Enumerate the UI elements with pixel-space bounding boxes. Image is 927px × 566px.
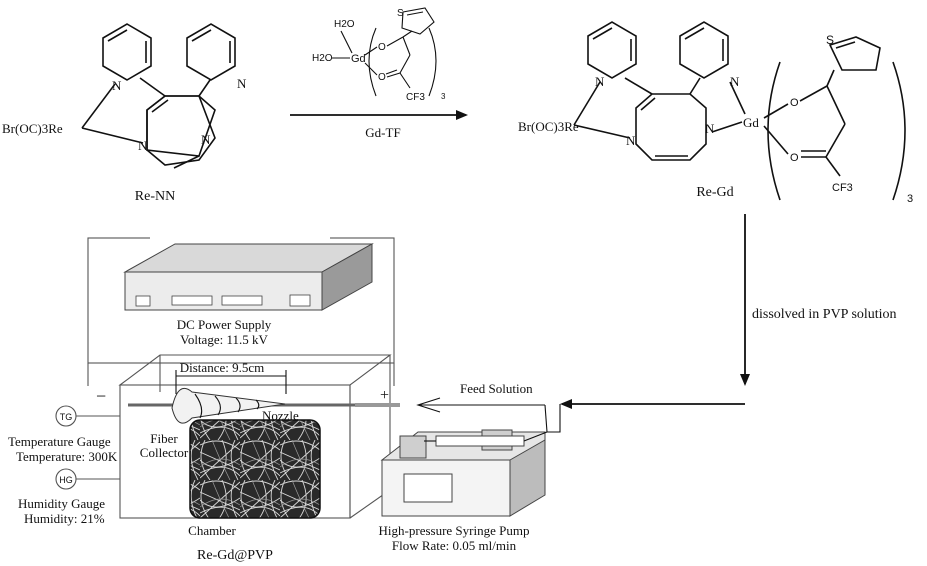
power-supply-display-1 xyxy=(171,295,213,306)
pump-block-left xyxy=(399,435,427,459)
re-gd-sulfur: S xyxy=(826,33,834,47)
gd-tf-sulfur: S xyxy=(397,8,404,19)
power-supply-title: DC Power Supply xyxy=(177,317,272,332)
re-nn-n-label-3: N xyxy=(138,138,148,153)
re-gd-n-label-2: N xyxy=(730,74,740,89)
re-gd-re-group: Br(OC)3Re xyxy=(518,119,579,134)
feed-tube xyxy=(547,404,561,433)
temperature-gauge-value: Temperature: 300K xyxy=(16,449,118,464)
fiber-collector-label-1: Fiber xyxy=(150,431,178,446)
re-nn-n-label-1: N xyxy=(112,78,122,93)
fiber-collector-label-2: Collector xyxy=(140,445,189,460)
power-supply-voltage: Voltage: 11.5 kV xyxy=(180,332,268,347)
re-nn-name: Re-NN xyxy=(135,189,175,204)
gd-tf-water-1: H2O xyxy=(334,19,355,30)
fiber-cone xyxy=(171,388,286,424)
re-gd-molecule: N N N N Br(OC)3Re Gd O O CF3 S 3 Re-Gd xyxy=(518,21,913,205)
humidity-gauge-title: Humidity Gauge xyxy=(18,496,105,511)
gd-tf-reagent: S H2O H2O Gd O O CF3 3 xyxy=(312,7,446,103)
gd-tf-oxygen-1: O xyxy=(378,42,386,53)
re-nn-n-label-2: N xyxy=(237,76,247,91)
humidity-gauge-icon-text: HG xyxy=(59,475,73,485)
gd-tf-name: Gd-TF xyxy=(365,125,400,140)
re-gd-oxygen-2: O xyxy=(790,152,799,164)
gd-tf-water-2: H2O xyxy=(312,53,333,64)
re-gd-n-label-4: N xyxy=(705,121,715,136)
electrospinning-apparatus: DC Power Supply Voltage: 11.5 kV Chamber… xyxy=(8,235,548,563)
pump-flow-rate: Flow Rate: 0.05 ml/min xyxy=(392,538,517,553)
humidity-gauge-value: Humidity: 21% xyxy=(24,511,105,526)
dissolve-step-label: dissolved in PVP solution xyxy=(752,307,897,322)
re-gd-n-label-1: N xyxy=(595,74,605,89)
gd-tf-metal: Gd xyxy=(351,53,366,65)
re-gd-subscript: 3 xyxy=(907,193,913,205)
re-nn-n-label-4: N xyxy=(201,132,211,147)
re-gd-oxygen-1: O xyxy=(790,97,799,109)
pump-title: High-pressure Syringe Pump xyxy=(379,523,530,538)
gd-tf-subscript: 3 xyxy=(441,92,446,101)
minus-electrode: − xyxy=(96,386,106,406)
plus-electrode: + xyxy=(380,387,389,404)
temperature-gauge-icon-text: TG xyxy=(60,412,73,422)
chamber-label: Chamber xyxy=(188,523,236,538)
re-gd-metal: Gd xyxy=(743,115,759,130)
re-gd-n-label-3: N xyxy=(626,133,636,148)
power-supply-panel xyxy=(135,295,151,307)
product-label: Re-Gd@PVP xyxy=(197,548,273,563)
feed-solution-label: Feed Solution xyxy=(460,381,533,396)
re-gd-cf3: CF3 xyxy=(832,182,853,194)
power-supply-display-2 xyxy=(221,295,263,306)
temperature-gauge-title: Temperature Gauge xyxy=(8,434,111,449)
power-supply-knob xyxy=(289,294,311,307)
re-nn-molecule: N N N N Br(OC)3Re Re-NN xyxy=(2,23,247,204)
distance-label: Distance: 9.5cm xyxy=(180,360,264,375)
gd-tf-oxygen-2: O xyxy=(378,72,386,83)
gd-tf-cf3: CF3 xyxy=(406,92,425,103)
fiber-mat xyxy=(189,419,321,519)
syringe-barrel xyxy=(435,435,525,447)
re-gd-name: Re-Gd xyxy=(696,185,733,200)
re-nn-re-group: Br(OC)3Re xyxy=(2,121,63,136)
pump-window xyxy=(403,473,453,503)
